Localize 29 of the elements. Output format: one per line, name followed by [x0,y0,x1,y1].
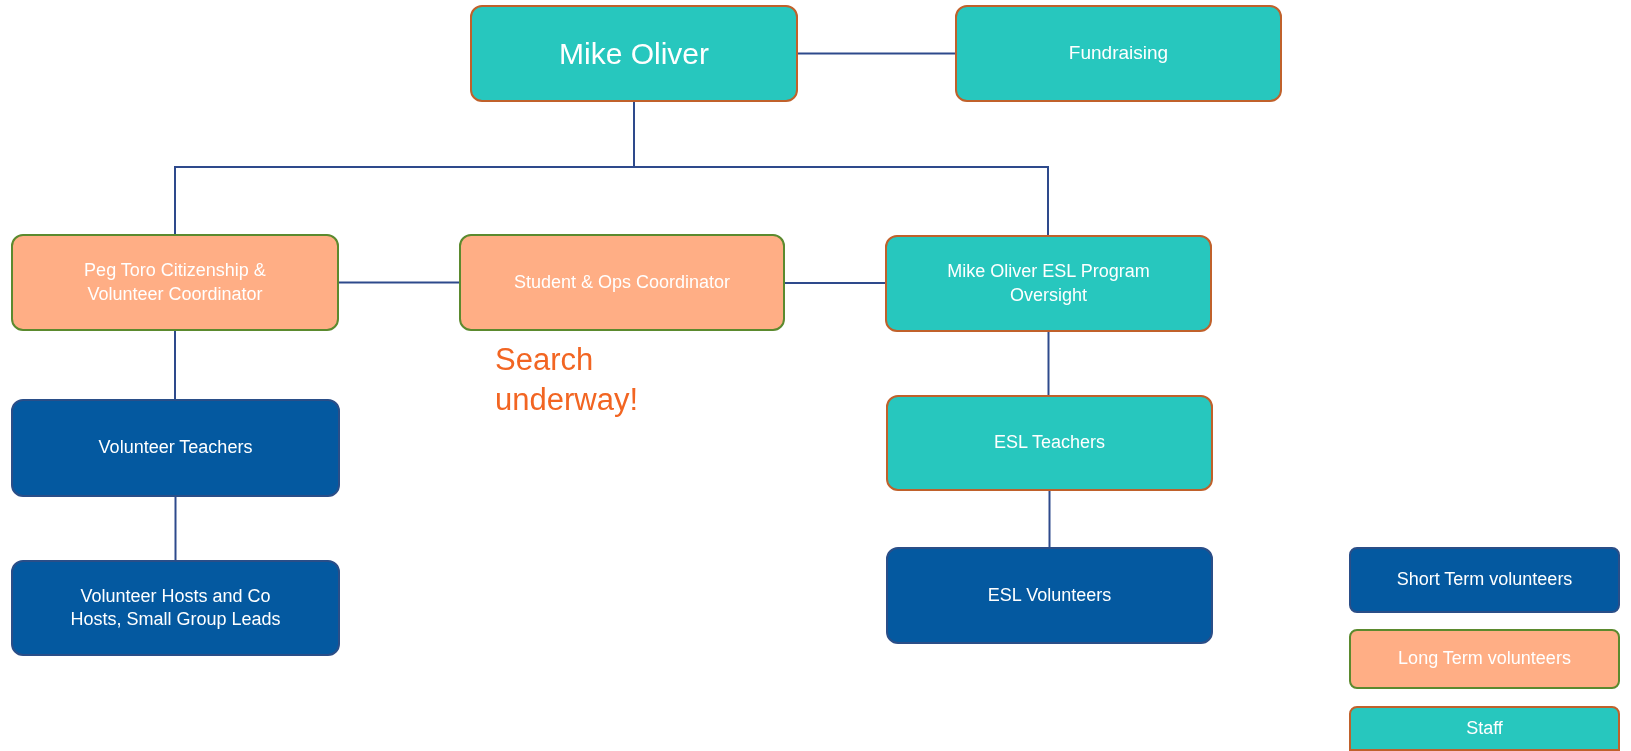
role-text: Mike Oliver [559,36,709,72]
org-box [11,399,340,497]
role-text: ESL Volunteers [987,583,1112,607]
role-text: Student & Ops Coordinator [513,270,731,294]
connector-line [338,281,460,284]
connector-line [174,496,177,561]
role-text: Peg Toro Citizenship & Volunteer Coordinator [83,259,267,306]
connector-line [784,282,886,284]
role-text: Mike Oliver ESL Program Oversight [947,260,1150,307]
note-text: Search underway! [495,341,640,420]
org-box [459,234,785,331]
connector-line [174,330,176,400]
org-box [470,5,798,102]
org-box [886,547,1213,644]
org-box [886,395,1213,491]
role-text: ESL Teachers [993,431,1106,455]
legend-text: Staff [1466,716,1503,740]
connector-line [1048,490,1051,548]
role-text: Fundraising [1068,41,1169,66]
connector-line [797,52,956,55]
role-text: Volunteer Teachers [98,436,253,460]
legend-text: Long Term volunteers [1398,647,1571,671]
role-text: Volunteer Hosts and Co Hosts, Small Group Leads [69,584,282,631]
legend-text: Short Term volunteers [1396,568,1573,592]
org-box [955,5,1282,102]
org-box [11,560,340,656]
connector-line [1047,331,1050,396]
org-box [885,235,1212,332]
org-box [11,234,339,331]
